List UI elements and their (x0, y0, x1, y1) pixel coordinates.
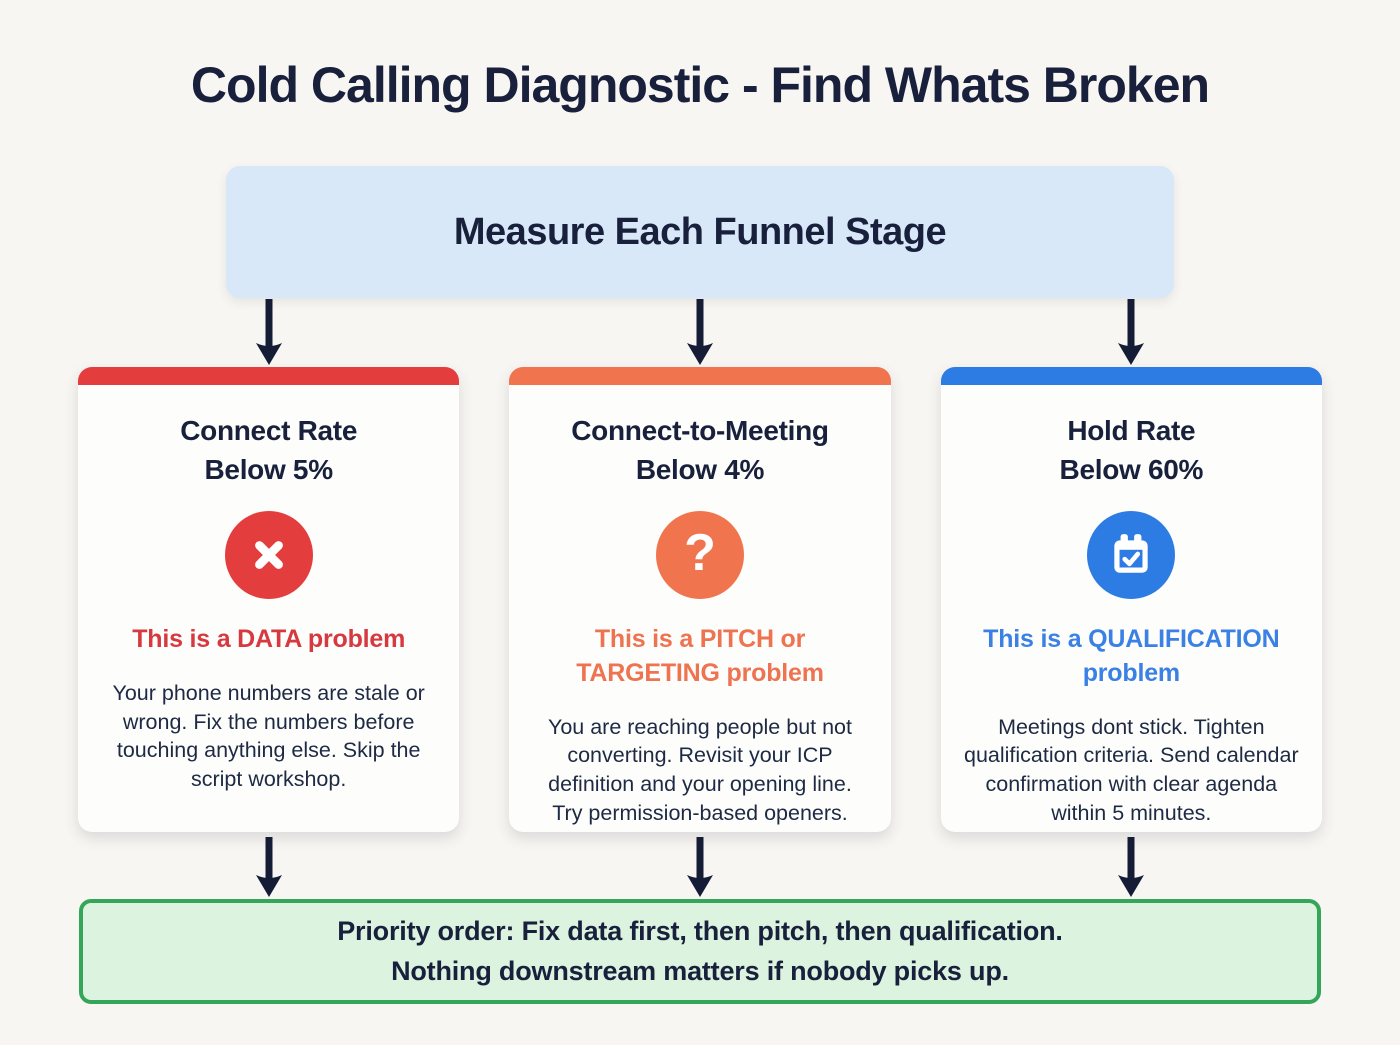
card-heading: Connect Rate Below 5% (180, 415, 358, 486)
calendar-check-icon (1087, 511, 1176, 600)
funnel-stage-box: Measure Each Funnel Stage (226, 166, 1174, 298)
card-body: Connect Rate Below 5% This is a DATA pro… (78, 385, 459, 832)
priority-order-box: Priority order: Fix data first, then pit… (79, 899, 1321, 1004)
down-arrow-icon (686, 299, 713, 365)
card-problem-label: This is a DATA problem (132, 625, 406, 654)
diagnostic-cards-row: Connect Rate Below 5% This is a DATA pro… (0, 367, 1400, 832)
card-description: Your phone numbers are stale or wrong. F… (112, 681, 425, 791)
x-circle-icon (224, 511, 313, 600)
card-problem-label: This is a PITCH or TARGETING problem (576, 625, 824, 688)
card-accent-bar (78, 367, 460, 385)
card-hold-rate: Hold Rate Below 60% This is a QUALIFICAT… (940, 367, 1322, 832)
card-heading: Hold Rate Below 60% (1059, 415, 1204, 486)
arrows-top-row (0, 299, 1400, 367)
card-description: Meetings dont stick. Tighten qualificati… (964, 714, 1299, 825)
card-connect-rate: Connect Rate Below 5% This is a DATA pro… (78, 367, 460, 832)
down-arrow-icon (1118, 299, 1145, 365)
down-arrow-icon (1118, 837, 1145, 897)
card-description: You are reaching people but not converti… (547, 714, 852, 825)
down-arrow-icon (686, 837, 713, 897)
priority-order-text: Priority order: Fix data first, then pit… (337, 916, 1063, 986)
card-body: Hold Rate Below 60% This is a QUALIFICAT… (941, 385, 1322, 832)
card-heading: Connect-to-Meeting Below 4% (571, 415, 829, 486)
funnel-stage-label: Measure Each Funnel Stage (453, 210, 947, 253)
arrows-bottom-row (0, 837, 1400, 899)
card-connect-to-meeting: Connect-to-Meeting Below 4% ? This is a … (509, 367, 891, 832)
down-arrow-icon (255, 299, 282, 365)
down-arrow-icon (255, 837, 282, 897)
card-body: Connect-to-Meeting Below 4% ? This is a … (509, 385, 890, 832)
page-title: Cold Calling Diagnostic - Find Whats Bro… (190, 57, 1210, 113)
card-accent-bar (509, 367, 891, 385)
card-accent-bar (940, 367, 1322, 385)
question-circle-icon: ? (655, 511, 744, 600)
card-problem-label: This is a QUALIFICATION problem (983, 625, 1280, 688)
question-mark-glyph: ? (684, 524, 716, 583)
